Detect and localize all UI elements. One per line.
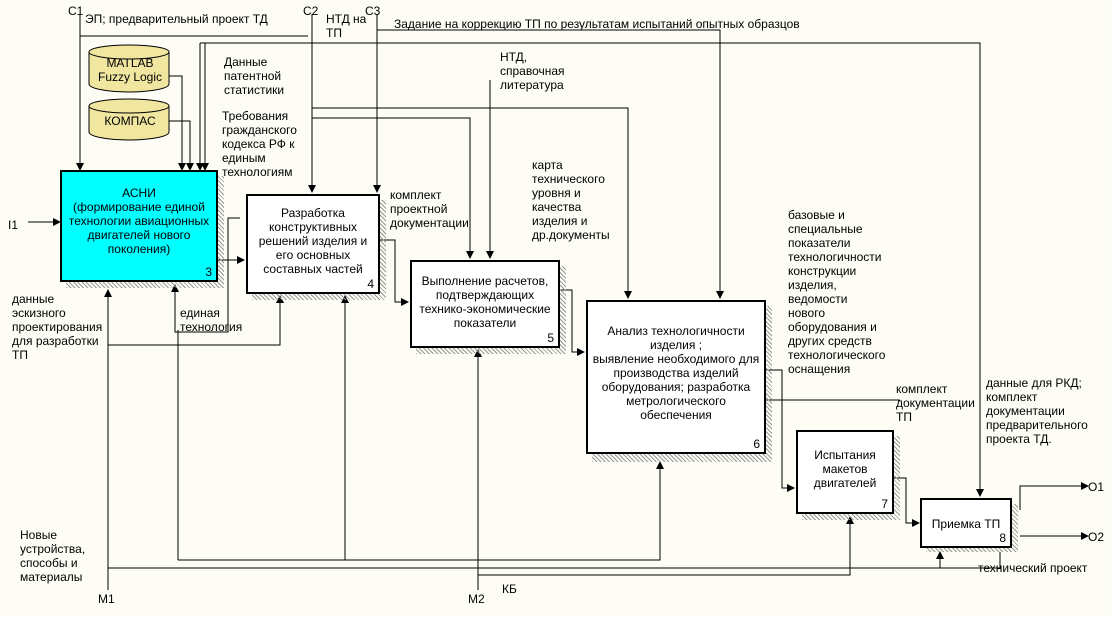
label-trebovania: Требования гражданского кодекса РФ к еди… — [222, 109, 297, 179]
label-tekh-proekt: технический проект — [978, 561, 1088, 575]
box-7-number: 7 — [881, 497, 888, 511]
label-ntd-tp: НТД на ТП — [326, 12, 367, 40]
box-3-asni[interactable]: АСНИ (формирование единой технологии ави… — [60, 170, 218, 282]
box-5-number: 5 — [547, 331, 554, 345]
label-komplekt-proekt: комплект проектной документации — [390, 188, 469, 230]
label-o2: O2 — [1088, 530, 1105, 544]
label-novye: Новые устройства, способы и материалы — [20, 528, 86, 584]
label-eskiz: данные эскизного проектирования для разр… — [12, 292, 103, 362]
label-patent: Данные патентной статистики — [224, 55, 285, 97]
label-m2: M2 — [468, 592, 485, 606]
box-7-title: Испытания макетов двигателей — [813, 448, 877, 490]
label-m1: M1 — [98, 592, 115, 606]
box-5-calculations[interactable]: Выполнение расчетов, подтверждающих техн… — [410, 260, 560, 348]
matlab-cylinder — [88, 44, 170, 93]
box-8-number: 8 — [999, 531, 1006, 545]
label-i1: I1 — [8, 218, 19, 232]
label-karta: карта технического уровня и качества изд… — [532, 158, 610, 242]
box-8-title: Приемка ТП — [931, 517, 1001, 531]
box-3-title: АСНИ (формирование единой технологии ави… — [68, 186, 210, 256]
box-8-acceptance[interactable]: Приемка ТП 8 — [920, 498, 1012, 548]
label-o1: O1 — [1088, 480, 1105, 494]
kompas-label: КОМПАС — [104, 114, 156, 128]
box-3-number: 3 — [205, 265, 212, 279]
box-4-title: Разработка конструктивных решений издели… — [258, 206, 368, 276]
label-komplekt-tp: комплект документации ТП — [896, 382, 975, 424]
label-ntd-spr: НТД, справочная литература — [500, 50, 565, 92]
box-6-title: Анализ технологичности изделия ; выявлен… — [592, 324, 760, 422]
matlab-label: MATLAB Fuzzy Logic — [97, 56, 163, 84]
label-edinaya: единая технология — [180, 306, 243, 334]
label-zadanie: Задание на коррекцию ТП по результатам и… — [394, 17, 800, 31]
label-bazovye: базовые и специальные показатели техноло… — [788, 208, 886, 376]
box-7-tests[interactable]: Испытания макетов двигателей 7 — [796, 430, 894, 514]
box-6-analysis[interactable]: Анализ технологичности изделия ; выявлен… — [586, 300, 766, 454]
box-5-title: Выполнение расчетов, подтверждающих техн… — [419, 274, 551, 330]
label-c1: C1 — [68, 4, 84, 18]
label-c3: C3 — [365, 4, 381, 18]
label-ep: ЭП; предварительный проект ТД — [85, 12, 268, 26]
box-6-number: 6 — [753, 437, 760, 451]
box-4-number: 4 — [367, 277, 374, 291]
label-kb: КБ — [502, 582, 517, 596]
box-4-design[interactable]: Разработка конструктивных решений издели… — [246, 194, 380, 294]
label-c2: C2 — [303, 4, 319, 18]
kompas-cylinder — [88, 98, 170, 141]
label-rkd: данные для РКД; комплект документации пр… — [986, 376, 1088, 446]
